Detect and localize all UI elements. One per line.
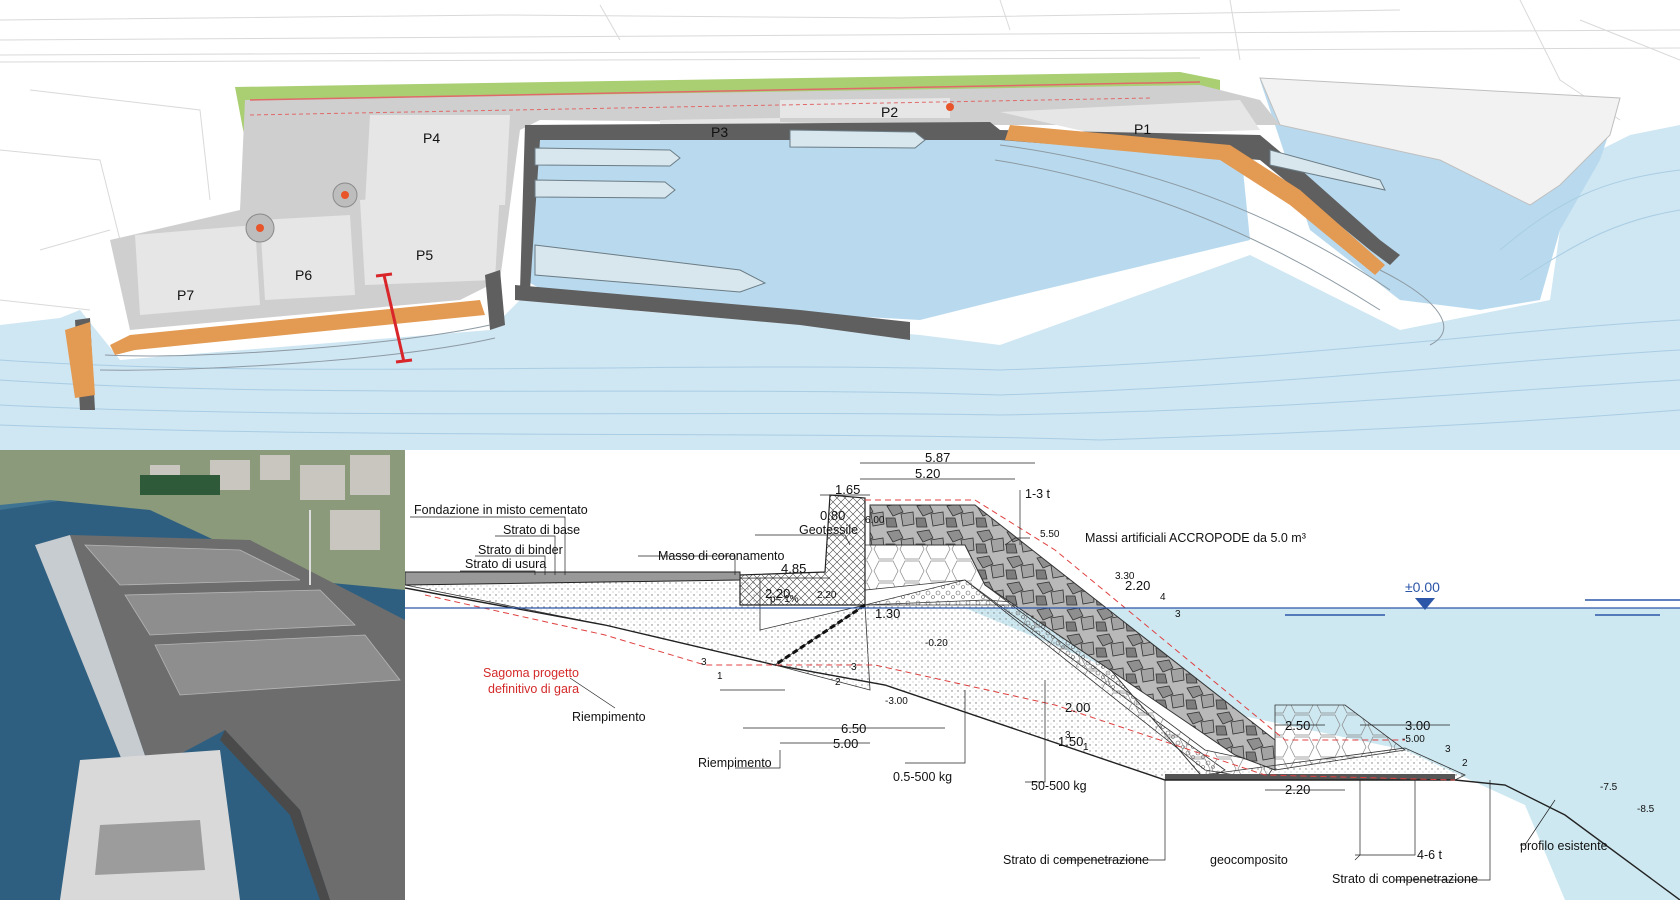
- road-red-line: [249, 81, 1201, 101]
- cross-section: ±0.00 5.87 5.20 1.65 0.80 4.85 2.20 6.50…: [405, 450, 1680, 900]
- geocomposite: [1165, 774, 1455, 780]
- section-marker: [375, 272, 413, 364]
- 3d-render: [0, 450, 405, 900]
- label-sagoma-1: Sagoma progetto: [483, 666, 579, 680]
- label-strato-base: Strato di base: [503, 523, 580, 537]
- dim-3-00: 3.00: [1405, 718, 1430, 733]
- site-plan: P4 P5 P6 P7 P3 P2 P1: [0, 0, 1680, 450]
- elev-m3-00: -3.00: [885, 696, 908, 707]
- elev-6-00: 6.00: [865, 515, 885, 526]
- label-profilo-esistente: profilo esistente: [1520, 839, 1608, 853]
- armour-hatching: [99, 144, 1445, 371]
- elev-3-30: 3.30: [1115, 571, 1135, 582]
- dim-1-30: 1.30: [875, 606, 900, 621]
- dim-2-20-a: 2.20: [765, 586, 790, 601]
- city-linework: [0, 0, 1680, 311]
- revetment-south: [110, 300, 485, 355]
- dim-5-00: 5.00: [833, 736, 858, 751]
- label-riempimento-1: Riempimento: [572, 710, 646, 724]
- render-quay-edge: [220, 730, 330, 900]
- render-parking-lots: [84, 544, 401, 696]
- tender-profile: [424, 594, 1456, 781]
- elev-m7-5: -7.5: [1600, 782, 1618, 793]
- dimension-lines: [743, 462, 1450, 791]
- render-rock-armour: [35, 535, 150, 780]
- pavement: [405, 571, 741, 586]
- dim-6-50: 6.50: [841, 721, 866, 736]
- sea-level-symbol: [1415, 598, 1435, 610]
- label-strato-usura: Strato di usura: [465, 557, 546, 571]
- bathymetry-lines: [0, 169, 1680, 441]
- parking-p6: [260, 215, 355, 300]
- label-p2: P2: [881, 104, 898, 120]
- crown-wall: [739, 494, 866, 606]
- dim-2-20-b: 2.20: [1285, 782, 1310, 797]
- slope-s3b: 3: [1175, 609, 1181, 620]
- parking-p5: [360, 190, 500, 285]
- label-kg-05-500: 0.5-500 kg: [893, 770, 952, 784]
- elev-5-50: 5.50: [1040, 529, 1060, 540]
- label-p4: P4: [423, 130, 440, 146]
- label-compenetrazione-2: Strato di compenetrazione: [1332, 872, 1478, 886]
- label-geocomposito: geocomposito: [1210, 853, 1288, 867]
- label-p3: P3: [711, 124, 728, 140]
- slope-s3: 4: [1160, 592, 1166, 603]
- slope-s1b: 1: [717, 671, 723, 682]
- dim-1-50: 1.50: [1058, 734, 1083, 749]
- label-4-6-t: 4-6 t: [1417, 848, 1443, 862]
- render-pier-opening: [95, 820, 205, 875]
- parking-p4: [365, 115, 510, 205]
- east-platform: [1259, 77, 1621, 206]
- sea-level-ticks: [1285, 599, 1680, 616]
- dim-2-50: 2.50: [1285, 718, 1310, 733]
- armour-accropode: [869, 504, 1276, 771]
- geotextile: [774, 603, 866, 667]
- dim-2-20-c: 2.20: [1125, 578, 1150, 593]
- dim-0-80: 0.80: [820, 508, 845, 523]
- slope-s2b: 3: [851, 662, 857, 673]
- label-masso: Masso di coronamento: [658, 549, 785, 563]
- slope-s4: 3: [1065, 730, 1071, 741]
- label-p6: P6: [295, 267, 312, 283]
- dim-5-87: 5.87: [925, 450, 950, 465]
- parking-p1: [1000, 100, 1260, 135]
- label-compenetrazione-1: Strato di compenetrazione: [1003, 853, 1149, 867]
- elev-m5-00: -5.00: [1402, 734, 1425, 745]
- revetment-east: [1005, 125, 1385, 275]
- slope-s5: 3: [1445, 744, 1451, 755]
- dim-2-00: 2.00: [1065, 700, 1090, 715]
- slope-s4b: 1: [1083, 742, 1089, 753]
- label-1-3-t: 1-3 t: [1025, 487, 1051, 501]
- label-sagoma-2: definitivo di gara: [488, 682, 579, 696]
- leader-lines: [410, 490, 1556, 881]
- road-red-line-2: [249, 97, 1151, 116]
- label-massi-artificiali: Massi artificiali ACCROPODE da 5.0 m³: [1085, 531, 1306, 545]
- sea-level-value: ±0.00: [1405, 579, 1440, 595]
- slope-s2: 2: [835, 677, 841, 688]
- dim-5-20: 5.20: [915, 466, 940, 481]
- slope-s5b: 2: [1462, 758, 1468, 769]
- elev-m8-5: -8.5: [1637, 804, 1655, 815]
- slope-s1: 3: [701, 657, 707, 668]
- parking-p2: [780, 98, 950, 118]
- roundabouts: [245, 103, 954, 243]
- label-fondazione: Fondazione in misto cementato: [414, 503, 588, 517]
- elev-m0-20: -0.20: [925, 638, 948, 649]
- label-p7: P7: [177, 287, 194, 303]
- label-geotessile: Geotessile: [799, 523, 858, 537]
- label-kg-50-500: 50-500 kg: [1031, 779, 1087, 793]
- render-green-field: [140, 475, 220, 495]
- dim-1-65: 1.65: [835, 482, 860, 497]
- elev-2-20: 2.20: [817, 590, 837, 601]
- parking-p7: [135, 225, 260, 315]
- dim-4-85: 4.85: [781, 561, 806, 576]
- label-riempimento-2: Riempimento: [698, 756, 772, 770]
- revetment-west: [65, 322, 95, 398]
- label-strato-binder: Strato di binder: [478, 543, 563, 557]
- slope-p: p= 1%: [770, 594, 799, 605]
- tender-profile-top: [865, 499, 1405, 741]
- label-p5: P5: [416, 247, 433, 263]
- label-p1: P1: [1134, 121, 1151, 137]
- moored-boats: [534, 129, 1386, 293]
